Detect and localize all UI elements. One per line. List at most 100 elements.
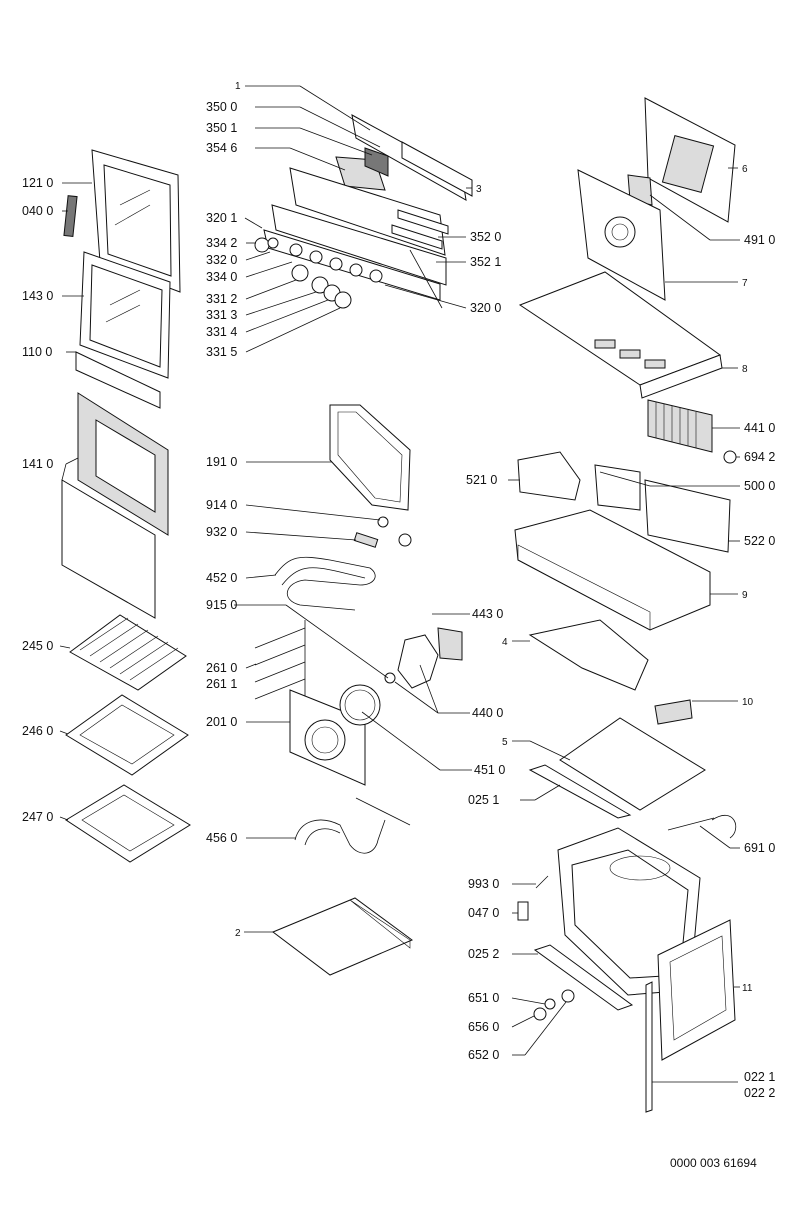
screw-993 bbox=[535, 875, 549, 889]
callout-352-0: 352 0 bbox=[470, 230, 501, 244]
callout-331-4: 331 4 bbox=[206, 325, 237, 339]
fan-ring-element bbox=[339, 684, 381, 726]
callout-025-1: 025 1 bbox=[468, 793, 499, 807]
control-module bbox=[335, 147, 389, 191]
base-plate-5 bbox=[559, 717, 706, 811]
callout-993-0: 993 0 bbox=[468, 877, 499, 891]
callout-334-0: 334 0 bbox=[206, 270, 237, 284]
callout-201-0: 201 0 bbox=[206, 715, 237, 729]
top-panel bbox=[518, 271, 723, 399]
callout-320-1: 320 1 bbox=[206, 211, 237, 225]
baking-tray bbox=[65, 694, 189, 776]
outer-door-frame bbox=[91, 149, 181, 293]
door-seal-frame-11 bbox=[657, 919, 736, 1061]
callout-022-2: 022 2 bbox=[744, 1086, 775, 1100]
door-trim-strip bbox=[75, 351, 161, 409]
back-panel bbox=[577, 169, 666, 301]
callout-354-6: 354 6 bbox=[206, 141, 237, 155]
callout-691-0: 691 0 bbox=[744, 841, 775, 855]
side-bracket-4 bbox=[528, 619, 649, 691]
grill-element-upper bbox=[274, 556, 376, 611]
oven-rack bbox=[69, 614, 187, 691]
control-knob-row bbox=[254, 237, 383, 309]
callout-332-0: 332 0 bbox=[206, 253, 237, 267]
convection-fan-blade bbox=[384, 627, 463, 689]
callout-440-0: 440 0 bbox=[472, 706, 503, 720]
callout-261-0: 261 0 bbox=[206, 661, 237, 675]
callout-456-0: 456 0 bbox=[206, 831, 237, 845]
rear-cover-panel bbox=[644, 97, 736, 223]
bottom-plate bbox=[272, 897, 414, 976]
clip-047 bbox=[517, 901, 529, 921]
callout-694-2: 694 2 bbox=[744, 450, 775, 464]
callout-451-0: 451 0 bbox=[474, 763, 505, 777]
callout-6: 6 bbox=[742, 164, 748, 175]
callout-10: 10 bbox=[742, 697, 754, 708]
callout-025-2: 025 2 bbox=[468, 947, 499, 961]
callout-labels: 1 350 0 350 1 354 6 3 320 1 334 2 332 0 … bbox=[22, 81, 775, 1170]
control-bracket-rail bbox=[351, 114, 473, 201]
callout-121-0: 121 0 bbox=[22, 176, 53, 190]
callout-141-0: 141 0 bbox=[22, 457, 53, 471]
callout-247-0: 247 0 bbox=[22, 810, 53, 824]
callout-915-0: 915 0 bbox=[206, 598, 237, 612]
callout-350-0: 350 0 bbox=[206, 100, 237, 114]
callout-334-2: 334 2 bbox=[206, 236, 237, 250]
callout-452-0: 452 0 bbox=[206, 571, 237, 585]
callout-7: 7 bbox=[742, 278, 748, 289]
callout-500-0: 500 0 bbox=[744, 479, 775, 493]
thermostat-probe bbox=[667, 814, 737, 839]
callout-491-0: 491 0 bbox=[744, 233, 775, 247]
electronics-modules bbox=[517, 451, 731, 553]
bracket-10 bbox=[654, 699, 693, 725]
callout-331-5: 331 5 bbox=[206, 345, 237, 359]
callout-040-0: 040 0 bbox=[22, 204, 53, 218]
callout-932-0: 932 0 bbox=[206, 525, 237, 539]
callout-521-0: 521 0 bbox=[466, 473, 497, 487]
callout-5: 5 bbox=[502, 737, 508, 748]
callout-656-0: 656 0 bbox=[468, 1020, 499, 1034]
door-hinge bbox=[63, 195, 78, 237]
lamp-assembly bbox=[533, 989, 575, 1021]
callout-320-0: 320 0 bbox=[470, 301, 501, 315]
inner-door-glass-frame bbox=[79, 251, 171, 379]
callout-261-1: 261 1 bbox=[206, 677, 237, 691]
callout-9: 9 bbox=[742, 590, 748, 601]
callout-11: 11 bbox=[742, 983, 753, 994]
rear-panel-gasket bbox=[329, 404, 411, 511]
callout-443-0: 443 0 bbox=[472, 607, 503, 621]
callout-441-0: 441 0 bbox=[744, 421, 775, 435]
lower-heating-element bbox=[294, 797, 411, 854]
callout-522-0: 522 0 bbox=[744, 534, 775, 548]
callout-245-0: 245 0 bbox=[22, 639, 53, 653]
callout-914-0: 914 0 bbox=[206, 498, 237, 512]
callout-022-1: 022 1 bbox=[744, 1070, 775, 1084]
housing-tray bbox=[514, 509, 711, 631]
callout-352-1: 352 1 bbox=[470, 255, 501, 269]
rail-025-2 bbox=[533, 944, 634, 1011]
callout-2: 2 bbox=[235, 928, 241, 939]
callout-143-0: 143 0 bbox=[22, 289, 53, 303]
rail-025-1 bbox=[528, 764, 632, 819]
callout-8: 8 bbox=[742, 364, 748, 375]
callout-246-0: 246 0 bbox=[22, 724, 53, 738]
callout-047-0: 047 0 bbox=[468, 906, 499, 920]
control-trim-strips bbox=[391, 209, 449, 250]
callout-3: 3 bbox=[476, 184, 482, 195]
cooling-fan bbox=[647, 399, 737, 464]
callout-652-0: 652 0 bbox=[468, 1048, 499, 1062]
door-panel-hatched bbox=[61, 392, 169, 619]
lamp-parts bbox=[353, 516, 412, 548]
shelf-side-rails bbox=[254, 620, 306, 700]
leader-lines bbox=[59, 85, 740, 1083]
callout-651-0: 651 0 bbox=[468, 991, 499, 1005]
callout-110-0: 110 0 bbox=[22, 345, 52, 359]
callout-1: 1 bbox=[235, 81, 241, 92]
side-strip-022 bbox=[645, 981, 653, 1113]
document-number: 0000 003 61694 bbox=[670, 1156, 757, 1170]
callout-331-2: 331 2 bbox=[206, 292, 237, 306]
callout-4: 4 bbox=[502, 637, 508, 648]
callout-350-1: 350 1 bbox=[206, 121, 237, 135]
callout-191-0: 191 0 bbox=[206, 455, 237, 469]
